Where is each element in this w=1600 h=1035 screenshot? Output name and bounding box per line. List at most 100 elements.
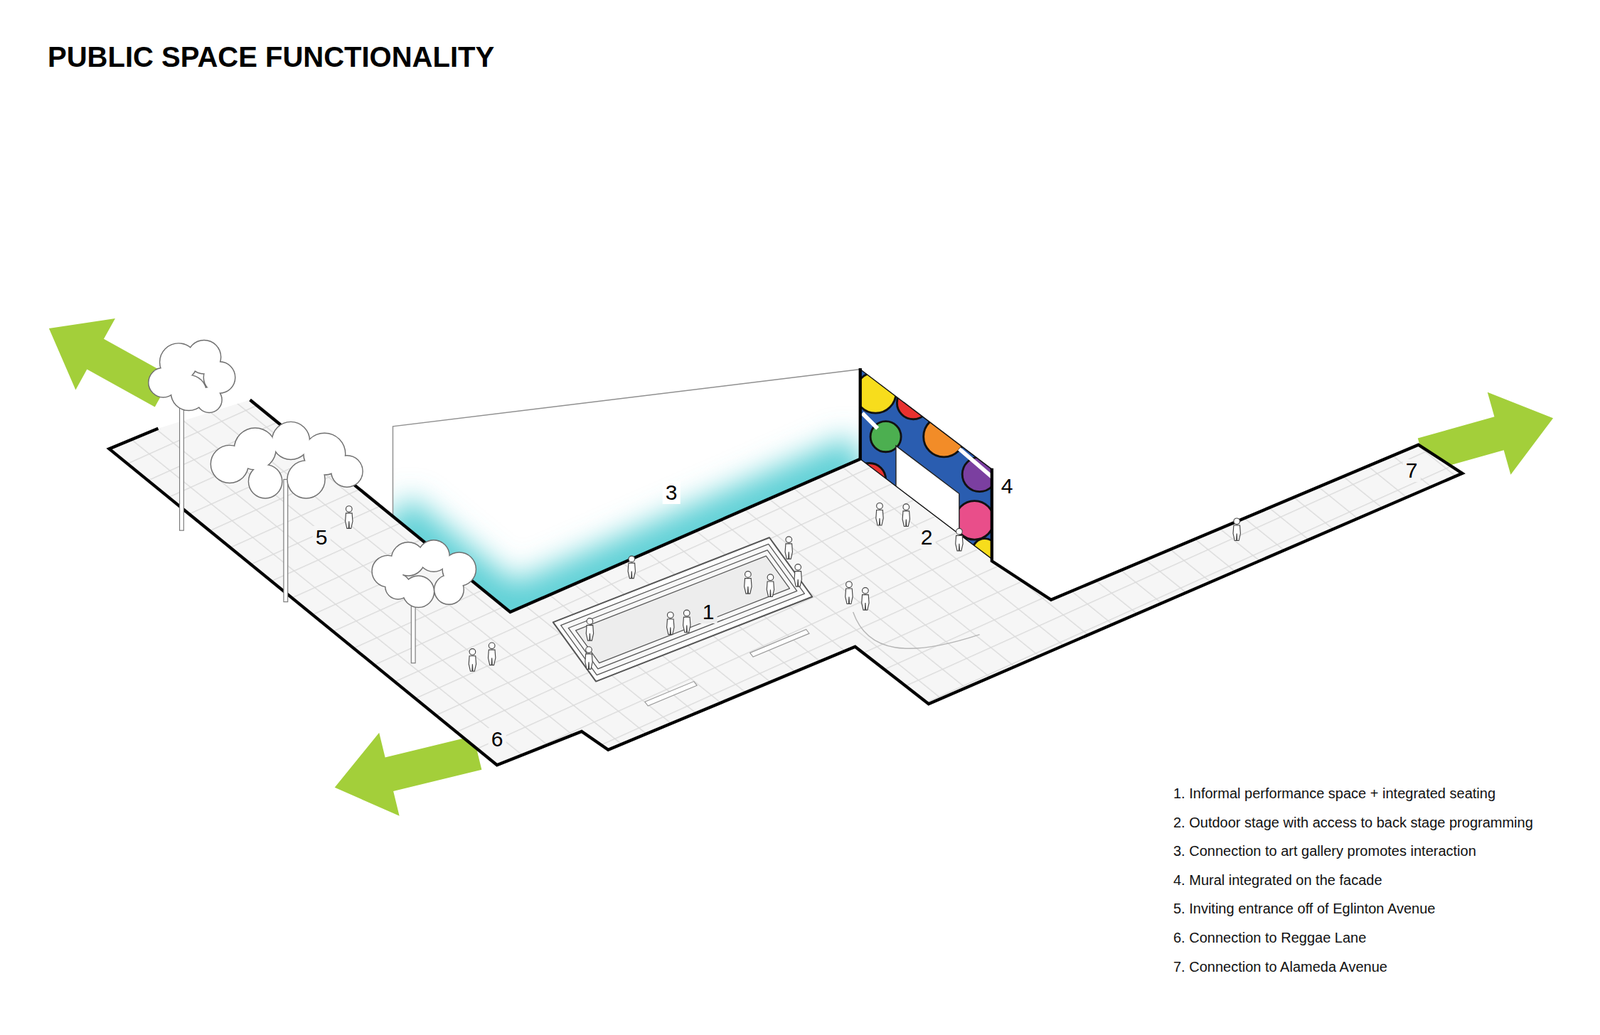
person — [683, 610, 691, 633]
mural-stripes — [862, 372, 996, 480]
person-head — [862, 588, 869, 595]
person-body — [667, 619, 675, 636]
tree-canopy — [434, 575, 463, 604]
seating-step — [576, 556, 791, 664]
key-note: 6. Connection to Reggae Lane — [1173, 929, 1367, 947]
callout-number: 6 — [488, 728, 507, 751]
person — [794, 564, 802, 588]
person — [766, 574, 774, 598]
person-head — [795, 564, 802, 572]
key-note: 7. Connection to Alameda Avenue — [1173, 958, 1388, 976]
building-edge — [392, 369, 860, 517]
bench — [750, 629, 810, 658]
person-head — [667, 612, 674, 619]
mural-shape — [955, 501, 995, 541]
person — [744, 571, 752, 595]
tree — [372, 541, 476, 664]
callout-number: 7 — [1403, 459, 1421, 483]
person-body — [845, 588, 853, 605]
person-body — [902, 511, 910, 527]
bench — [644, 681, 697, 707]
person — [902, 504, 910, 527]
building-corner — [859, 368, 862, 461]
mural — [853, 367, 997, 564]
person-head — [585, 647, 593, 654]
person-head — [683, 610, 690, 617]
person-body — [876, 510, 884, 527]
person-body — [585, 625, 594, 642]
person-head — [903, 504, 910, 511]
person-body — [345, 513, 353, 530]
key-note: 4. Mural integrated on the facade — [1173, 871, 1383, 889]
gallery-glow — [392, 459, 860, 613]
callout-number: 4 — [998, 475, 1017, 498]
person-body — [785, 544, 793, 560]
person-body — [744, 578, 752, 595]
person — [585, 647, 593, 670]
person-head — [586, 618, 594, 626]
tree-canopy — [149, 368, 178, 397]
person — [955, 528, 963, 552]
person — [845, 581, 853, 605]
person-body — [585, 654, 593, 670]
person-head — [767, 574, 774, 581]
person — [627, 556, 636, 579]
callout-number: 3 — [662, 481, 681, 505]
diagram-title: PUBLIC SPACE FUNCTIONALITY — [47, 42, 495, 72]
direction-arrow — [334, 733, 483, 817]
tree-canopy — [234, 428, 276, 470]
tree-canopy — [149, 368, 178, 397]
person-body — [766, 581, 774, 598]
person-head — [345, 506, 352, 513]
building-corner — [990, 468, 994, 563]
tree-canopy — [331, 455, 362, 487]
person-head — [956, 528, 963, 535]
person-head — [785, 536, 793, 544]
person — [488, 642, 496, 666]
person-head — [488, 642, 495, 650]
key-note: 1. Informal performance space + integrat… — [1173, 785, 1496, 803]
person — [785, 536, 793, 560]
site-boundary — [250, 400, 861, 613]
tree-canopy — [272, 422, 310, 460]
person — [585, 618, 594, 642]
callout-number: 2 — [918, 526, 936, 549]
tree — [211, 422, 362, 603]
tree-canopy — [331, 455, 362, 487]
person-head — [628, 556, 636, 563]
path-edge — [853, 612, 980, 649]
person — [1233, 518, 1241, 542]
tree-trunk — [283, 479, 288, 602]
person-body — [1233, 525, 1241, 542]
person — [876, 502, 884, 526]
tree-canopy — [288, 461, 325, 499]
direction-arrows — [49, 318, 1554, 817]
trees — [149, 340, 476, 663]
tree — [149, 340, 236, 531]
site-boundary — [109, 428, 1463, 766]
site-outline — [109, 368, 1463, 766]
tree-canopy — [272, 422, 310, 460]
tree-canopy — [288, 461, 325, 499]
mural-shape — [896, 386, 930, 420]
mural-outline — [860, 369, 992, 559]
person — [667, 612, 675, 636]
tree-canopy — [385, 574, 410, 599]
people — [345, 502, 1241, 672]
person-body — [955, 535, 963, 552]
tree-canopy — [248, 465, 282, 498]
key-note: 2. Outdoor stage with access to back sta… — [1173, 814, 1534, 832]
person — [345, 506, 353, 530]
person-body — [627, 563, 636, 579]
person-head — [876, 502, 884, 510]
person-body — [683, 617, 691, 633]
person-body — [468, 656, 476, 672]
callout-number: 1 — [699, 600, 718, 624]
key-note: 5. Inviting entrance off of Eglinton Ave… — [1173, 900, 1436, 918]
person-body — [794, 571, 802, 588]
person — [468, 649, 476, 672]
tree-trunk — [179, 403, 185, 531]
tree-canopy — [385, 574, 410, 599]
person-head — [846, 581, 853, 589]
person-head — [745, 571, 752, 579]
